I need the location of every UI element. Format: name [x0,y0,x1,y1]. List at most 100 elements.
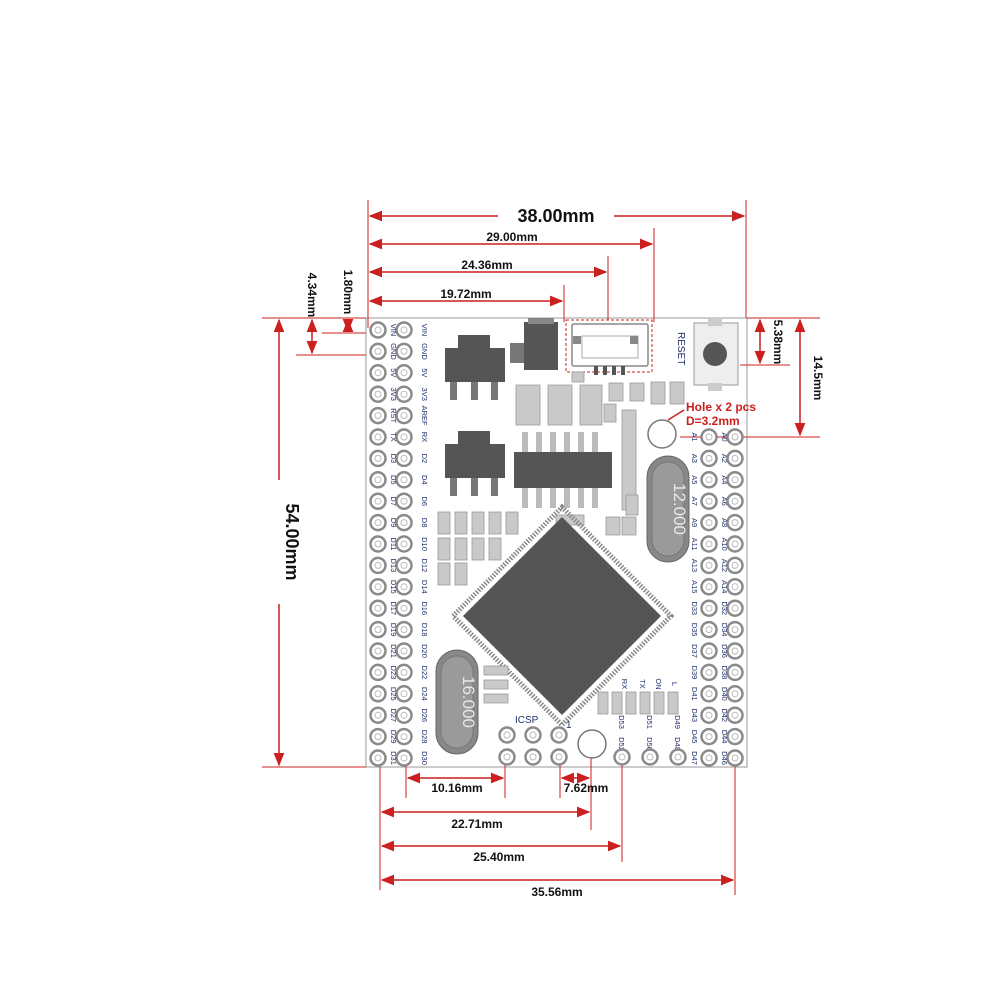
reset-depth-label: 5.38mm [771,320,785,365]
left-outer-pin-label: TX [389,432,398,442]
right-inner-pin-label: D37 [690,644,699,658]
icsp-width-label: 10.16mm [431,781,482,795]
right-outer-pin-label: D44 [720,730,729,744]
right-inner-pin-label: A9 [690,518,699,527]
led-label: ON [654,678,663,689]
height-label: 54.00mm [282,503,302,580]
passive-array-left [437,511,519,586]
usb-right-label: 29.00mm [486,230,537,244]
width-label: 38.00mm [517,206,594,226]
edge-to-usb-label: 19.72mm [440,287,491,301]
crystal-small-label: 16.000 [459,676,478,728]
right-outer-pin-label: D36 [720,644,729,658]
passive-components-top [515,371,685,536]
dimension-lines [273,210,806,886]
mounting-hole-bottom [577,729,607,759]
hole-label-line2: D=3.2mm [686,414,740,428]
left-inner-pin-label: D12 [420,559,429,573]
right-outer-pin-label: A4 [720,475,729,484]
right-inner-pin-label: A5 [690,475,699,484]
right-outer-pin-label: D34 [720,623,729,637]
bottom-header-pin-label: D52 [617,737,626,751]
bottom-header-pin-label: D50 [645,737,654,751]
led-label: TX [638,679,647,689]
left-outer-pin-label: D25 [389,687,398,701]
left-outer-pin-label: D29 [389,730,398,744]
left-inner-pin-label: D6 [420,496,429,506]
hole-annotation: Hole x 2 pcs D=3.2mm [686,400,756,428]
right-inner-pin-label: D47 [690,751,699,765]
hole-offset-label: 14.5mm [811,356,825,401]
left-outer-pin-label: D23 [389,666,398,680]
right-outer-pin-label: D42 [720,708,729,722]
left-inner-pin-label: D16 [420,601,429,615]
left-outer-pin-label: D3 [389,454,398,464]
usb-left-label: 24.36mm [461,258,512,272]
right-outer-pin-label: A10 [720,537,729,550]
right-outer-pin-label: D46 [720,751,729,765]
right-inner-pin-label: A11 [690,538,699,551]
right-outer-pin-label: A14 [720,580,729,593]
reset-button: RESET [675,318,739,391]
right-outer-pin-label: D40 [720,687,729,701]
left-inner-pin-label: D24 [420,687,429,701]
bottom-a-label: 22.71mm [451,817,502,831]
led-row: RX TX ON L [597,678,679,715]
reset-label: RESET [675,332,686,365]
icsp-header: ICSP 1 [498,715,572,766]
left-inner-pin-label: D26 [420,708,429,722]
right-inner-pin-label: D41 [690,687,699,701]
crystal-small: 16.000 [435,649,479,755]
bottom-header-pin-label: D51 [645,715,654,729]
left-inner-pin-label: D18 [420,623,429,637]
usb-connector [565,319,653,375]
left-outer-pin-label: D27 [389,708,398,722]
left-inner-pin-label: D8 [420,518,429,528]
right-inner-pin-label: D35 [690,623,699,637]
right-outer-pin-label: D32 [720,601,729,615]
left-inner-pin-label: D14 [420,580,429,594]
right-outer-pin-label: A12 [720,559,729,572]
left-outer-pin-label: D5 [389,475,398,485]
icsp-pin1-label: 1 [566,720,572,731]
right-outer-pin-label: A0 [720,432,729,441]
right-outer-pin-label: D38 [720,666,729,680]
right-inner-pin-label: A15 [690,580,699,593]
left-outer-pin-label: D11 [389,537,398,550]
led-label: L [670,682,679,686]
icsp-label: ICSP [515,715,539,726]
left-inner-pin-label: GND [420,343,429,360]
left-outer-pin-label: 5V [389,368,398,377]
left-inner-pin-label: D2 [420,454,429,464]
bottom-header-pin-label: D48 [673,737,682,751]
right-inner-pin-label: A7 [690,497,699,506]
left-outer-pin-label: D17 [389,601,398,615]
bottom-header-pin-label: D53 [617,715,626,729]
bottom-header-pin-label: D49 [673,715,682,729]
led-label: RX [620,679,629,689]
dimension-labels: 38.00mm 29.00mm 24.36mm 19.72mm 54.00mm … [268,205,825,899]
right-inner-pin-label: D45 [690,730,699,744]
left-inner-pin-label: D22 [420,666,429,680]
crystal-caps [483,665,509,704]
left-inner-pin-label: 5V [420,368,429,377]
left-outer-pin-label: D7 [389,496,398,506]
top-offset-a-label: 1.80mm [341,270,355,315]
top-offset-b-label: 4.34mm [305,273,319,318]
left-outer-pin-label: D21 [389,644,398,658]
right-inner-pin-label: D39 [690,666,699,680]
left-outer-pin-label: D13 [389,559,398,573]
left-outer-pin-label: D31 [389,751,398,765]
diode [510,318,558,370]
right-inner-pin-label: A13 [690,559,699,572]
right-inner-pin-label: A3 [690,454,699,463]
right-outer-pin-label: A2 [720,454,729,463]
right-outer-pin-label: A6 [720,497,729,506]
usb-serial-ic [514,432,612,508]
left-inner-pin-label: D28 [420,730,429,744]
left-outer-pin-label: GND [389,343,398,360]
